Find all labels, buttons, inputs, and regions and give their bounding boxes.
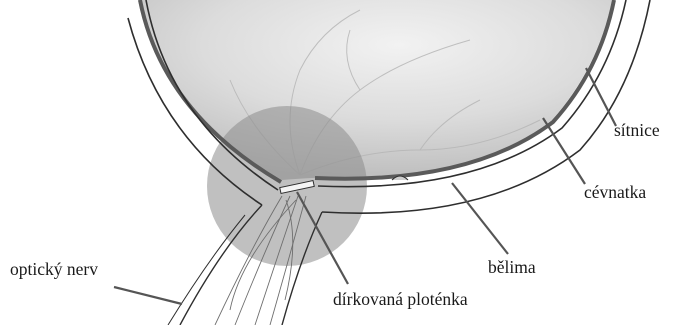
label-lamina-cribrosa: dírkovaná ploténka (333, 289, 468, 309)
eyeball-interior (138, 0, 612, 180)
leader-line-retina (586, 68, 616, 126)
label-sclera: bělima (488, 257, 536, 277)
label-choroid: cévnatka (584, 182, 646, 202)
leader-line-optic-nerve (114, 287, 182, 304)
label-retina: sítnice (614, 120, 660, 140)
leader-line-sclera (452, 183, 508, 254)
label-optic-nerve: optický nerv (10, 259, 98, 279)
